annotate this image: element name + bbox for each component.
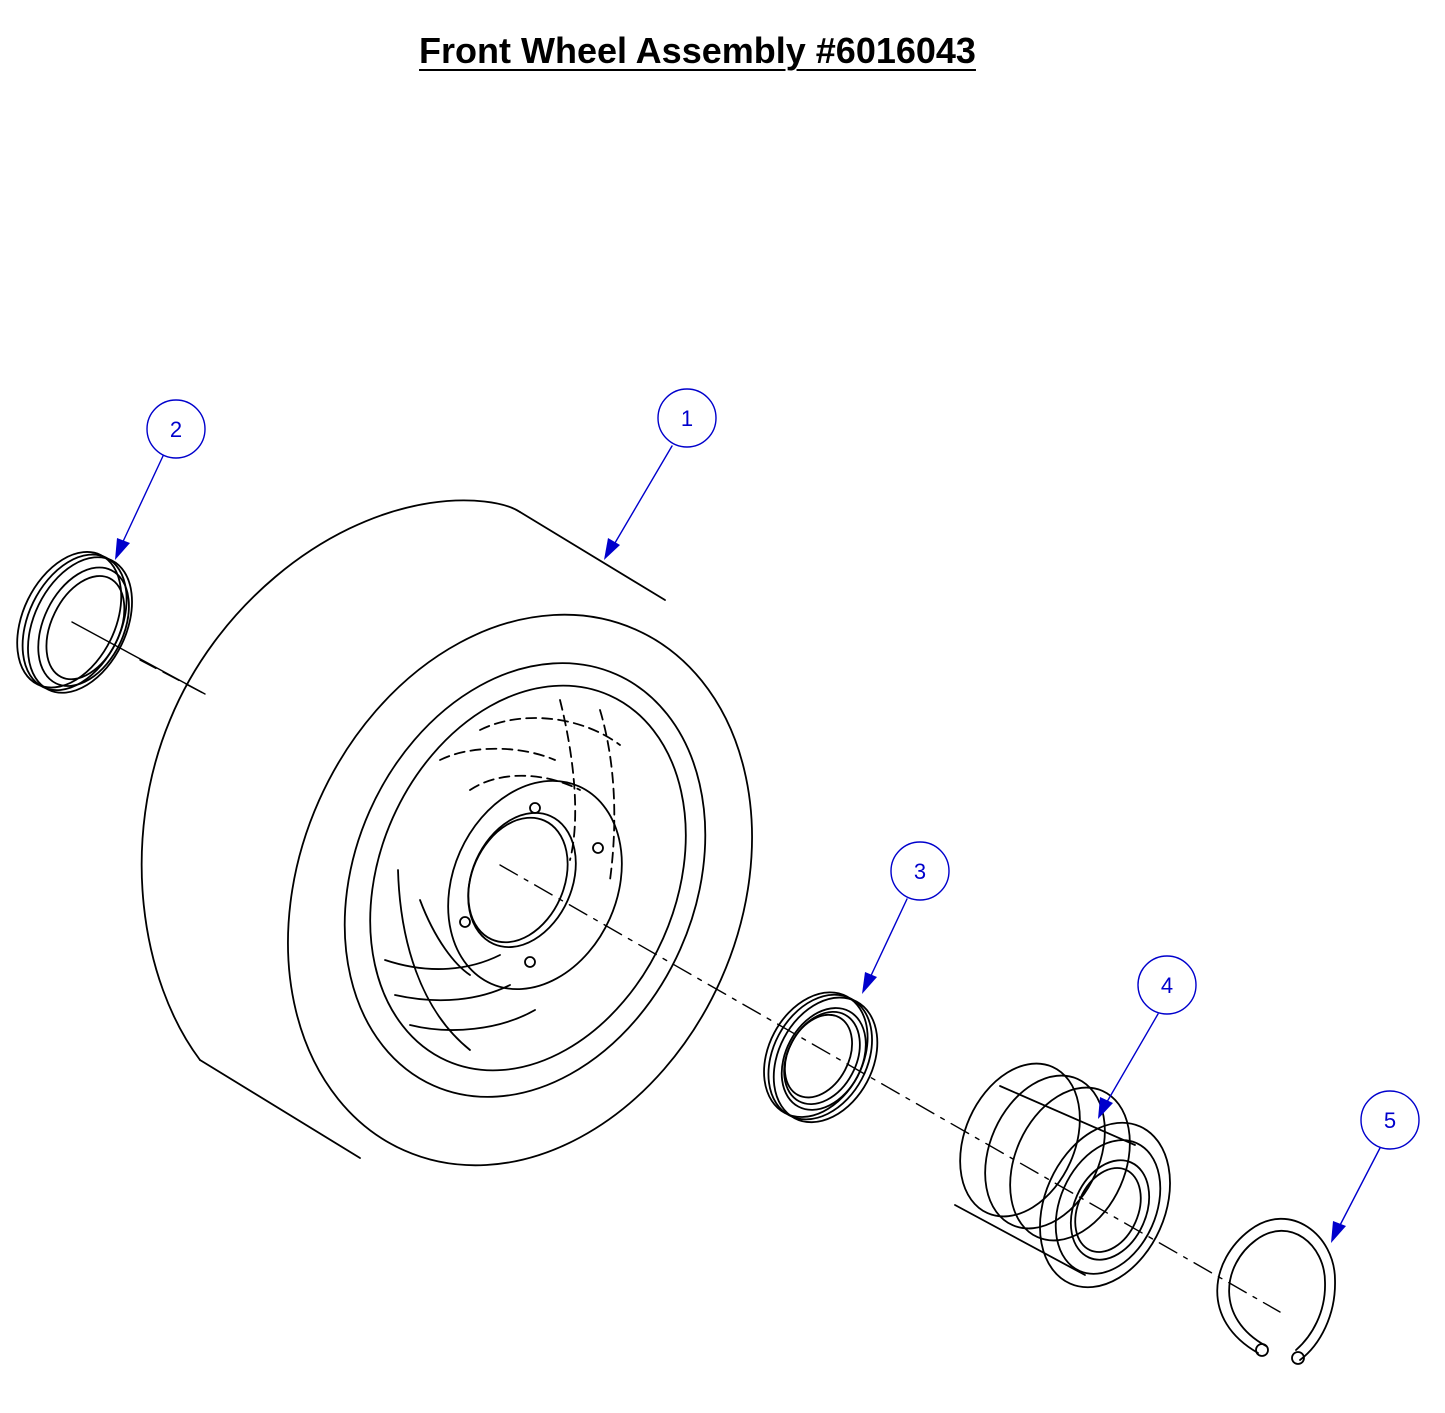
diagram-title: Front Wheel Assembly #6016043 — [419, 30, 976, 71]
retaining-ring-part — [1216, 1218, 1336, 1365]
callout-number-4: 4 — [1161, 973, 1173, 998]
callout-leaders — [115, 445, 1381, 1243]
callout-number-1: 1 — [681, 406, 693, 431]
wheel-part — [140, 499, 753, 1167]
callout-number-5: 5 — [1384, 1108, 1396, 1133]
callout-balloon-3: 3 — [890, 841, 950, 901]
seal-part — [763, 991, 879, 1124]
bearing-part — [954, 1062, 1171, 1289]
callout-balloon-1: 1 — [657, 388, 717, 448]
callout-balloon-2: 2 — [146, 399, 206, 459]
callout-balloon-4: 4 — [1137, 955, 1197, 1015]
callout-balloon-5: 5 — [1360, 1090, 1420, 1150]
center-axis — [71, 621, 1281, 1313]
seal-ring-part — [16, 551, 133, 694]
callout-number-3: 3 — [914, 859, 926, 884]
callout-number-2: 2 — [170, 417, 182, 442]
